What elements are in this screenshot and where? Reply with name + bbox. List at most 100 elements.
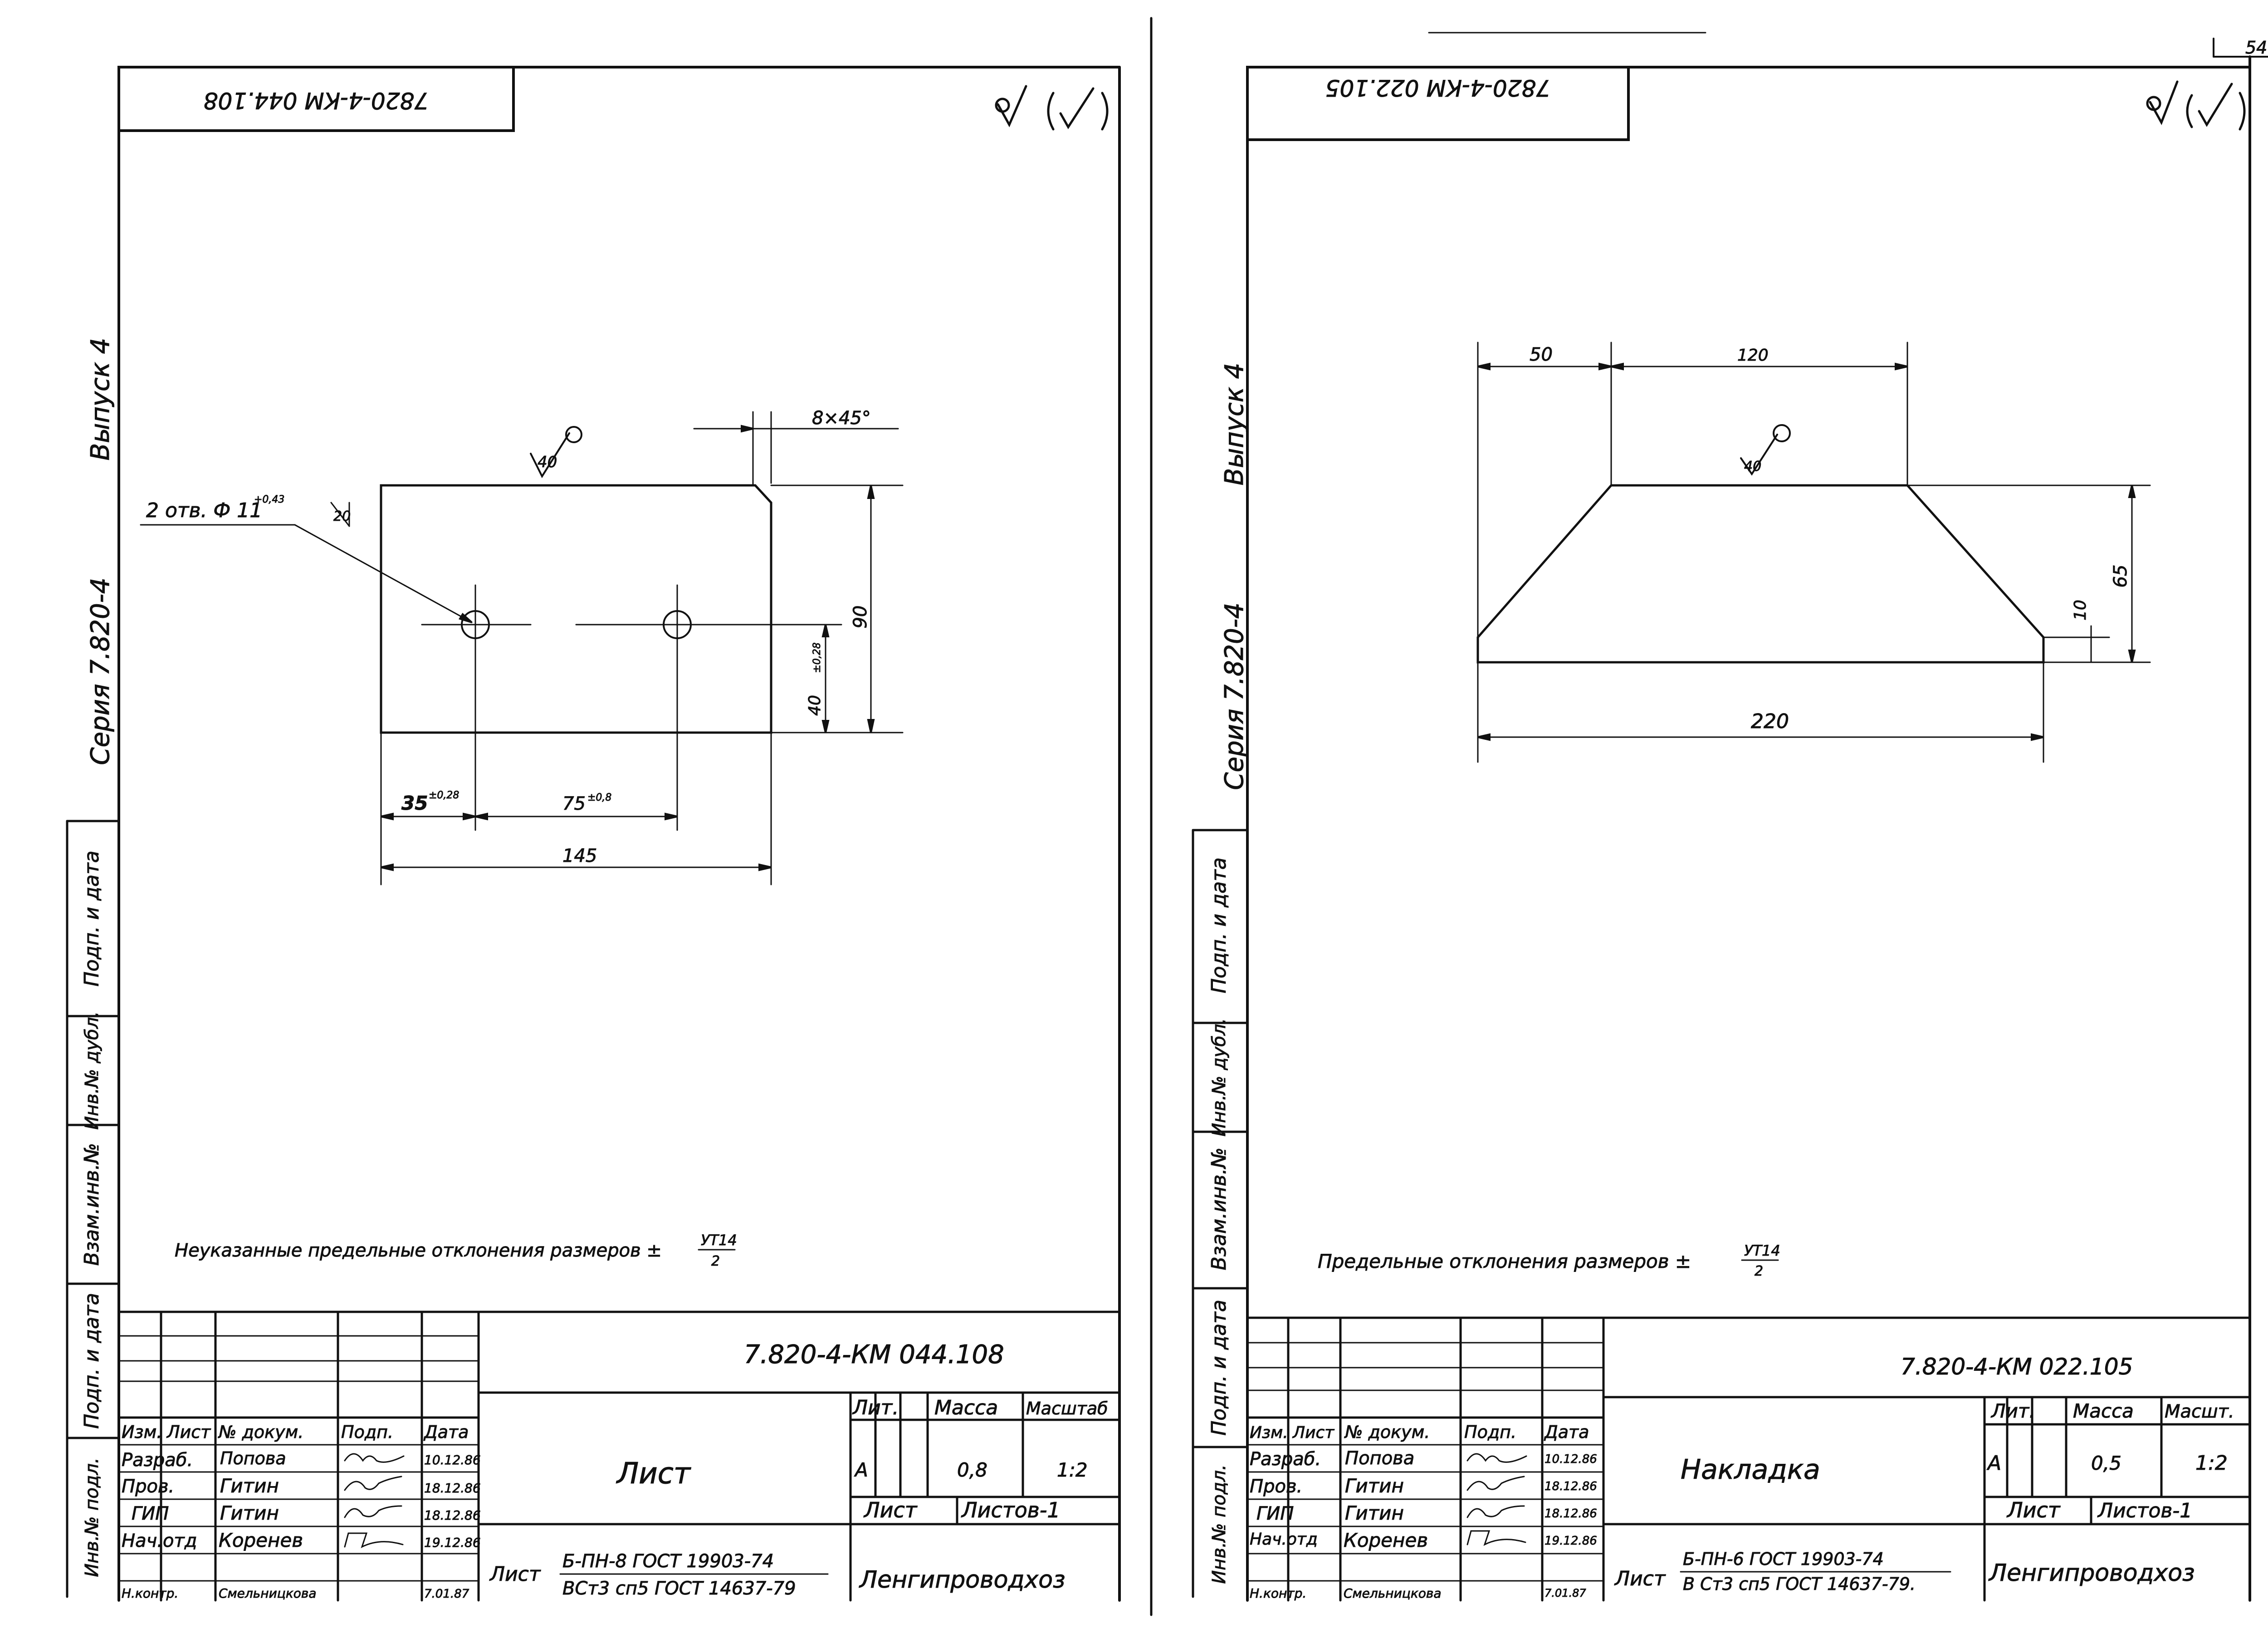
right-dim-220-arrow-left	[1477, 733, 1491, 741]
left-side-strip	[66, 820, 120, 1598]
right-hdr-doc: № докум.	[1344, 1422, 1430, 1442]
right-lit-header: Лит.	[1990, 1400, 2035, 1422]
left-dim-75-tol: ±0,8	[587, 792, 611, 803]
right-org: Ленгипроводхоз	[1988, 1560, 2195, 1587]
right-note-numerator: УТ14	[1744, 1242, 1780, 1259]
right-side-label-1: Подп. и дата	[1207, 857, 1231, 993]
left-row5-date: 7.01.87	[424, 1587, 469, 1601]
right-hdr-list: Лист	[1292, 1423, 1334, 1442]
left-holes-tol: +0,43	[254, 494, 284, 505]
right-note-denominator: 2	[1755, 1263, 1763, 1279]
left-side-label-3: Взам.инв.№	[80, 1143, 103, 1266]
right-material-top: Б-ПН-6 ГОСТ 19903-74	[1683, 1549, 1884, 1569]
left-signature-1	[344, 1453, 405, 1463]
right-hdr-date: Дата	[1544, 1422, 1589, 1442]
right-dim-120-arrow-right	[1895, 362, 1908, 371]
left-row2-date: 18.12.86	[424, 1481, 481, 1496]
left-row4-name: Коренев	[219, 1529, 303, 1551]
right-stamp-box	[1246, 66, 1630, 141]
left-row1-date: 10.12.86	[424, 1452, 481, 1467]
left-row1-name: Попова	[220, 1448, 286, 1468]
right-side-label-2: Инв.№ дубл.	[1209, 1018, 1230, 1137]
right-side-label-3: Взам.инв.№	[1207, 1148, 1231, 1271]
right-series: Серия 7.820-4	[1220, 602, 1249, 790]
left-dim-35-arrow-left	[381, 812, 394, 821]
right-dim-120-text: 120	[1737, 346, 1769, 365]
left-sheet-label: Лист	[863, 1498, 918, 1522]
left-holes-text: 2 отв. Ф 11	[146, 499, 262, 522]
left-dim-90-text: 90	[850, 606, 871, 629]
left-mass-header: Масса	[934, 1396, 998, 1419]
right-material-prefix: Лист	[1614, 1567, 1666, 1590]
left-signature-3	[344, 1505, 402, 1518]
left-dim-90-arrow-top	[867, 485, 875, 499]
left-title-block	[117, 1310, 1121, 1602]
right-roughness-text: 40	[1744, 459, 1761, 474]
right-hdr-sign: Подп.	[1464, 1422, 1516, 1442]
left-row5-role: Н.контр.	[122, 1586, 178, 1601]
left-stamp-box	[117, 66, 515, 132]
left-dim-40-arrow-top	[821, 624, 830, 637]
right-dim-65-arrow-top	[2128, 485, 2136, 498]
right-row5-name: Смельницкова	[1344, 1586, 1442, 1601]
left-row4-role: Нач.отд	[122, 1530, 197, 1551]
right-roughness-icon	[1740, 434, 1778, 476]
right-signatures	[1466, 1453, 1527, 1546]
right-row2-date: 18.12.86	[1545, 1480, 1597, 1493]
right-title-block	[1246, 1316, 2251, 1602]
left-row3-name: Гитин	[220, 1502, 279, 1524]
left-signature-4	[344, 1532, 404, 1548]
left-dim-75-arrow-right	[665, 812, 678, 821]
left-roughness-circle	[565, 426, 582, 443]
right-row5-role: Н.контр.	[1250, 1586, 1306, 1601]
right-row1-role: Разраб.	[1250, 1449, 1321, 1470]
right-dim-220-arrow-right	[2031, 733, 2044, 741]
left-dim-35-text: 35	[401, 792, 428, 814]
right-dim-120-arrow-left	[1611, 362, 1624, 371]
right-row4-date: 19.12.86	[1545, 1534, 1597, 1548]
right-row5-date: 7.01.87	[1545, 1587, 1586, 1599]
left-issue: Выпуск 4	[86, 338, 115, 460]
left-dim-chamfer-text: 8×45°	[812, 408, 871, 429]
right-roughness-circle	[1773, 424, 1791, 442]
left-scale-value: 1:2	[1057, 1459, 1088, 1481]
left-dim-145-arrow-right	[758, 863, 772, 871]
left-hdr-list: Лист	[166, 1422, 211, 1442]
left-material-top: Б-ПН-8 ГОСТ 19903-74	[562, 1551, 774, 1572]
right-signature-2	[1466, 1476, 1525, 1491]
right-sheet: 7820-4-КМ 022.105 Выпуск 4 Серия 7.820-4…	[1192, 55, 2251, 1602]
left-holes-leader	[294, 524, 473, 623]
right-side-label-5: Инв.№ подл.	[1209, 1464, 1230, 1584]
left-hdr-sign: Подп.	[341, 1422, 393, 1442]
right-part-name: Накладка	[1681, 1454, 1820, 1486]
left-scale-header: Масштаб	[1026, 1398, 1108, 1418]
right-dim-65-text: 65	[2110, 565, 2131, 588]
left-side-label-4: Подп. и дата	[80, 1293, 103, 1429]
right-row3-date: 18.12.86	[1545, 1507, 1597, 1521]
right-doc-code: 7.820-4-КМ 022.105	[1901, 1354, 2133, 1380]
left-lit-value: А	[854, 1459, 868, 1481]
right-row2-name: Гитин	[1345, 1475, 1404, 1497]
left-sheets-label: Листов-1	[961, 1498, 1061, 1522]
left-dim-145-text: 145	[562, 846, 597, 866]
right-row3-role: ГИП	[1256, 1503, 1294, 1524]
right-sheets-label: Листов-1	[2097, 1499, 2192, 1522]
left-dim-40-text: 40	[806, 695, 824, 716]
right-side-strip	[1192, 829, 1249, 1598]
right-signature-4	[1466, 1530, 1526, 1546]
left-row1-role: Разраб.	[122, 1450, 193, 1471]
right-row3-name: Гитин	[1345, 1502, 1404, 1524]
right-mass-value: 0,5	[2091, 1452, 2121, 1474]
left-row2-role: Пров.	[122, 1476, 174, 1497]
left-material-bottom: ВСт3 сп5 ГОСТ 14637-79	[562, 1578, 796, 1599]
left-dim-75-text: 75	[562, 793, 586, 814]
left-dim-35-tol: ±0,28	[429, 790, 459, 801]
left-dim-75-arrow-left	[475, 812, 488, 821]
left-dim-90-arrow-bottom	[867, 719, 875, 733]
right-row4-role: Нач.отд	[1250, 1530, 1318, 1549]
left-row4-date: 19.12.86	[424, 1535, 481, 1550]
right-signature-3	[1466, 1505, 1525, 1518]
right-dim-50-text: 50	[1530, 344, 1553, 365]
right-row4-name: Коренев	[1344, 1529, 1428, 1551]
left-row2-name: Гитин	[220, 1475, 279, 1497]
